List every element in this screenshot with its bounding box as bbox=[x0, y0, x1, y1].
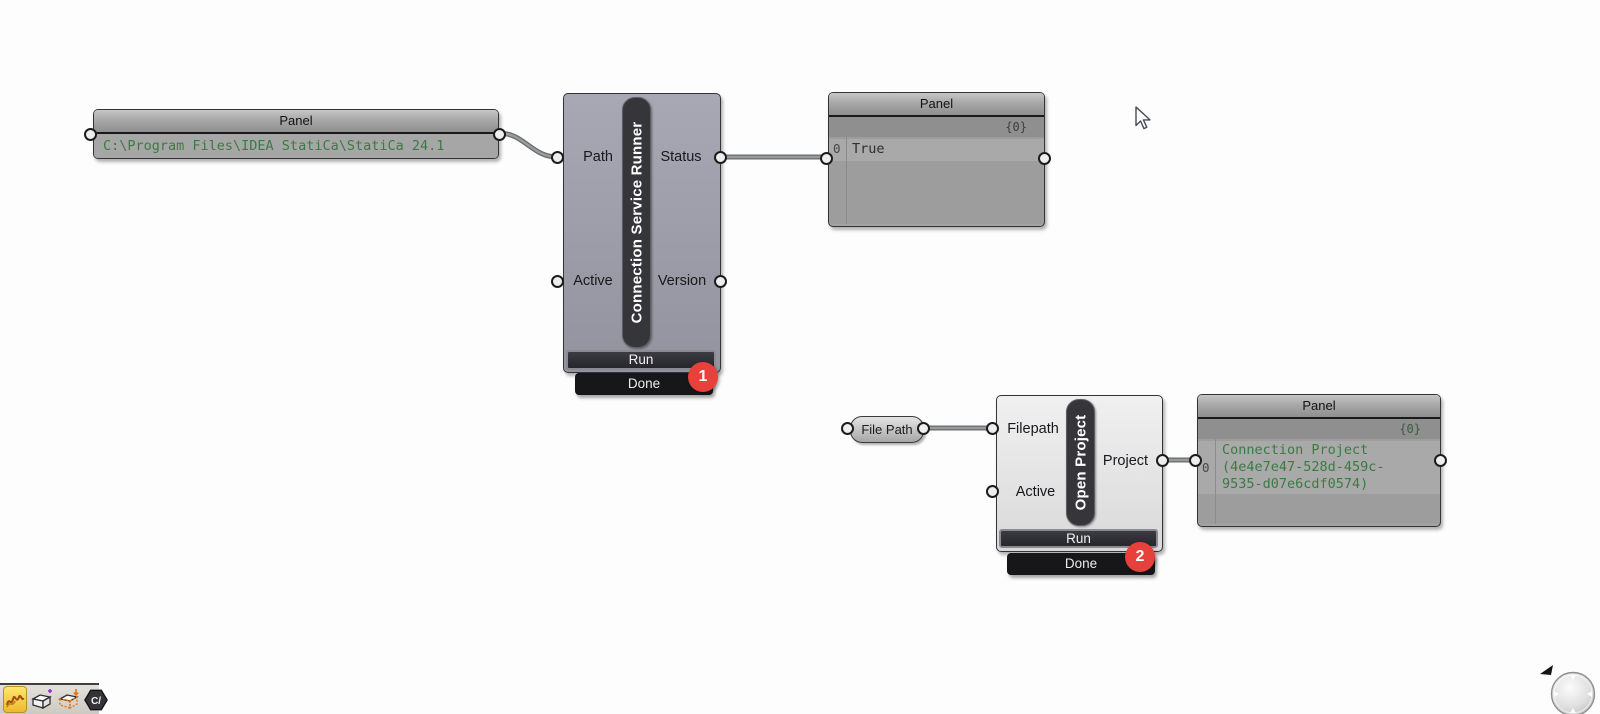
open-project-node[interactable]: Open Project Filepath Active Project Run bbox=[996, 395, 1163, 552]
row-value-line1: Connection Project bbox=[1222, 442, 1369, 458]
panel-title: Panel bbox=[829, 93, 1044, 117]
runner-active-input-port[interactable] bbox=[551, 275, 564, 288]
data-path-tag: {0} bbox=[829, 117, 1044, 137]
data-path-tag: {0} bbox=[1198, 419, 1440, 439]
bake-geometry-button[interactable] bbox=[29, 687, 54, 712]
ball-notch-top bbox=[1570, 675, 1576, 680]
input-label-active: Active bbox=[573, 273, 613, 289]
runner-version-output-port[interactable] bbox=[714, 275, 727, 288]
panel-status-output-port[interactable] bbox=[1038, 152, 1051, 165]
input-label-active: Active bbox=[1015, 484, 1056, 500]
panel-title: Panel bbox=[94, 110, 498, 134]
done-bar[interactable]: Done bbox=[575, 373, 713, 395]
panel-status-input-port[interactable] bbox=[820, 152, 833, 165]
connection-service-runner-node[interactable]: Connection Service Runner Path Active St… bbox=[563, 93, 721, 373]
run-button[interactable]: Run bbox=[566, 350, 716, 370]
run-button[interactable]: Run bbox=[999, 529, 1158, 548]
step-badge-1: 1 bbox=[688, 362, 718, 392]
ball-notch-left bbox=[1554, 691, 1559, 697]
row-stripe bbox=[1198, 441, 1440, 494]
panel-path-output-port[interactable] bbox=[493, 128, 506, 141]
file-path-input-port[interactable] bbox=[841, 422, 854, 435]
index-divider bbox=[1215, 439, 1216, 524]
ball-notch-bottom bbox=[1570, 708, 1576, 713]
index-divider bbox=[846, 137, 847, 224]
file-path-label: File Path bbox=[861, 422, 913, 437]
bottom-toolbar: C/ bbox=[0, 683, 108, 714]
box-plus-icon bbox=[31, 689, 52, 710]
panel-project-output-port[interactable] bbox=[1434, 454, 1447, 467]
step-badge-2: 2 bbox=[1125, 542, 1155, 572]
output-label-status: Status bbox=[660, 149, 702, 165]
row-value-line2: (4e4e7e47-528d-459c- bbox=[1222, 459, 1385, 475]
input-label-filepath: Filepath bbox=[1007, 421, 1059, 437]
output-label-version: Version bbox=[657, 273, 707, 289]
ball-arrow-icon bbox=[1540, 665, 1553, 675]
scribble-icon bbox=[6, 694, 25, 707]
wire-panel-to-path bbox=[496, 130, 560, 160]
openproject-active-input-port[interactable] bbox=[986, 485, 999, 498]
component-name-capsule: Connection Service Runner bbox=[622, 97, 651, 348]
code-hexagon-icon: C/ bbox=[84, 689, 108, 710]
panel-path-text: C:\Program Files\IDEA StatiCa\StatiCa 24… bbox=[103, 138, 445, 154]
row-value: Connection Project (4e4e7e47-528d-459c- … bbox=[1222, 442, 1385, 493]
openproject-project-output-port[interactable] bbox=[1156, 454, 1169, 467]
code-icon-label: C/ bbox=[91, 695, 101, 706]
row-value-line3: 9535-d07e6cdf0574) bbox=[1222, 476, 1369, 492]
openproject-filepath-input-port[interactable] bbox=[986, 422, 999, 435]
box-arrow-icon bbox=[58, 689, 79, 710]
panel-path-input-port[interactable] bbox=[84, 128, 97, 141]
done-bar[interactable]: Done bbox=[1007, 553, 1155, 575]
insert-geometry-button[interactable] bbox=[56, 687, 81, 712]
row-stripe bbox=[829, 139, 1044, 161]
mouse-cursor bbox=[1135, 106, 1151, 130]
panel-title: Panel bbox=[1198, 395, 1440, 419]
row-index: 0 bbox=[1202, 460, 1210, 475]
canvas-nav-ball[interactable] bbox=[1536, 658, 1600, 714]
panel-node-project[interactable]: Panel {0} 0 Connection Project (4e4e7e47… bbox=[1197, 394, 1441, 527]
runner-path-input-port[interactable] bbox=[551, 151, 564, 164]
component-name-label: Connection Service Runner bbox=[628, 121, 645, 324]
code-component-button[interactable]: C/ bbox=[83, 687, 109, 712]
file-path-node[interactable]: File Path bbox=[850, 416, 924, 443]
panel-project-input-port[interactable] bbox=[1189, 454, 1202, 467]
grasshopper-scribble-button[interactable] bbox=[3, 686, 27, 713]
row-value: True bbox=[852, 141, 885, 157]
file-path-output-port[interactable] bbox=[917, 422, 930, 435]
input-label-path: Path bbox=[583, 149, 613, 165]
output-label-project: Project bbox=[1102, 453, 1149, 469]
row-index: 0 bbox=[833, 141, 841, 156]
component-name-capsule: Open Project bbox=[1066, 399, 1095, 526]
runner-status-output-port[interactable] bbox=[714, 151, 727, 164]
ball-notch-right bbox=[1587, 691, 1592, 697]
panel-node-status[interactable]: Panel {0} 0 True bbox=[828, 92, 1045, 227]
component-name-label: Open Project bbox=[1072, 414, 1090, 511]
panel-node-path[interactable]: Panel C:\Program Files\IDEA StatiCa\Stat… bbox=[93, 109, 499, 159]
